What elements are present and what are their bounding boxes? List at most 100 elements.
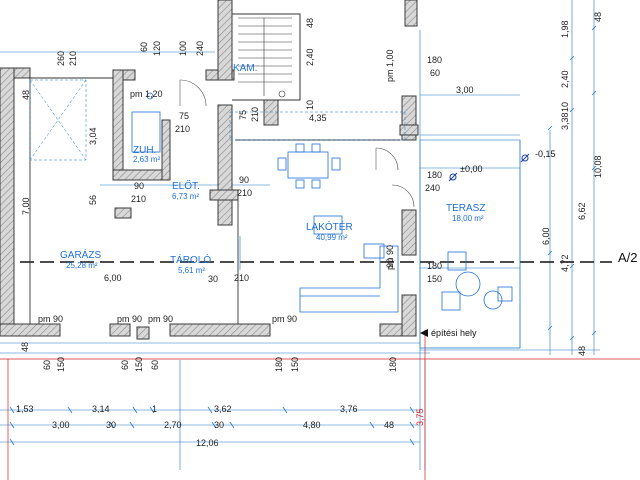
dim-label: 3,00: [456, 85, 474, 95]
dim-label: 150: [290, 357, 300, 372]
dim-label: 3,76: [340, 404, 358, 414]
dim-label: 180: [427, 261, 442, 271]
room-area-zuh: 2,63 m²: [133, 155, 160, 164]
opening-label: pm 1,00: [385, 49, 395, 82]
dim-label: 210: [175, 124, 190, 134]
level-zero-label: ±0,00: [460, 164, 482, 174]
dim-label: 1: [152, 404, 157, 414]
opening-label: pm 90: [117, 314, 142, 324]
room-name-elot: ELŐT.: [172, 178, 200, 192]
dining-table: [287, 151, 329, 179]
dim-label: 2,40: [305, 48, 315, 66]
dim-label: 56: [88, 195, 98, 205]
dim-label: 150: [134, 357, 144, 372]
garage-area-dashed: [29, 79, 406, 161]
dim-label: 3,38: [560, 112, 570, 130]
dim-label: 90: [239, 175, 249, 185]
dim-label: 6,00: [541, 227, 551, 245]
opening-label: pm 90: [385, 245, 395, 270]
terrace-outline: [419, 139, 521, 349]
room-area-tarolo: 5,61 m²: [178, 266, 205, 275]
corner-sofa: [299, 245, 399, 313]
dim-label: 90: [134, 181, 144, 191]
doors: [179, 79, 415, 270]
room-area-garazs: 25,28 m²: [66, 261, 98, 270]
dim-label: 3,14: [92, 404, 110, 414]
dim-label: 180: [388, 357, 398, 372]
dim-label: 6,62: [577, 202, 587, 220]
dim-label: 60: [120, 360, 130, 370]
dim-label: 3,04: [88, 127, 98, 145]
dim-label: 2,70: [164, 420, 182, 430]
dim-label: 180: [427, 55, 442, 65]
dim-label: 4,72: [560, 254, 570, 272]
room-name-lakoter: LAKÓTÉR: [306, 220, 353, 233]
dim-label: 60: [150, 360, 160, 370]
room-name-garazs: GARÁZS: [60, 248, 101, 261]
dim-label: 10: [560, 102, 570, 112]
dim-label: 210: [237, 188, 252, 198]
dim-label: 240: [195, 41, 205, 56]
dim-label: 60: [139, 42, 149, 52]
dim-label: 90: [385, 258, 395, 268]
room-area-lakoter: 40,99 m²: [316, 233, 348, 242]
dim-label: 2,40: [560, 70, 570, 88]
dim-label: 210: [68, 51, 78, 66]
room-name-tarolo: TÁROLÓ: [170, 253, 211, 266]
dim-label: 180: [274, 357, 284, 372]
dim-label: 75: [179, 111, 189, 121]
section-label: A/2: [618, 250, 638, 265]
opening-label: pm 1,20: [130, 89, 163, 99]
dim-label: 3,75: [415, 408, 425, 426]
dim-label: 30: [214, 420, 224, 430]
level-minus-label: -0,15: [535, 149, 556, 159]
site-line-label: építési hely: [431, 328, 477, 338]
dim-label: 150: [427, 274, 442, 284]
dim-label: 60: [430, 68, 440, 78]
dim-label: 48: [20, 342, 30, 352]
furniture: [131, 92, 513, 313]
dim-label: 48: [577, 346, 587, 356]
dim-label: 10: [305, 100, 315, 110]
dim-label: 100: [178, 41, 188, 56]
room-name-kam: KAM.: [233, 63, 257, 74]
dim-label: 48: [384, 420, 394, 430]
dim-label: 7,00: [21, 197, 31, 215]
dim-label: 75: [238, 110, 248, 120]
dim-label: 48: [21, 90, 31, 100]
dim-label: 1,53: [16, 404, 34, 414]
level-markers: [448, 153, 530, 182]
dim-label: 10,08: [593, 155, 603, 178]
room-name-zuh: ZUH.: [133, 145, 156, 156]
opening-label: pm 90: [272, 314, 297, 324]
dim-label: 4,35: [309, 113, 327, 123]
room-area-elot: 6,73 m²: [172, 192, 199, 201]
staircase: [238, 17, 292, 98]
dim-label: 210: [131, 194, 146, 204]
dim-label: 210: [250, 107, 260, 122]
dim-label: 240: [425, 183, 440, 193]
room-name-terasz: TERASZ: [446, 203, 485, 214]
opening-label: pm 90: [148, 314, 173, 324]
dim-label: 12,06: [196, 438, 219, 448]
dim-label: 3,00: [52, 420, 70, 430]
walls: [0, 0, 419, 340]
opening-label: pm 90: [38, 314, 63, 324]
dim-label: 180: [427, 170, 442, 180]
dim-label: 48: [593, 12, 603, 22]
dim-label: 260: [56, 51, 66, 66]
dim-label: 48: [305, 18, 315, 28]
site-line-arrow: [420, 329, 428, 337]
room-area-terasz: 18,00 m²: [452, 214, 484, 223]
dim-label: 1,98: [560, 20, 570, 38]
dim-label: 30: [106, 420, 116, 430]
dim-label: 30: [208, 274, 218, 284]
dim-label: 210: [234, 273, 249, 283]
dimension-ticks: [9, 25, 597, 446]
site-boundary: [0, 330, 640, 480]
dim-label: 150: [56, 357, 66, 372]
dim-label: 3,62: [214, 404, 232, 414]
dim-label: 6,00: [104, 273, 122, 283]
dim-label: 4,80: [303, 420, 321, 430]
